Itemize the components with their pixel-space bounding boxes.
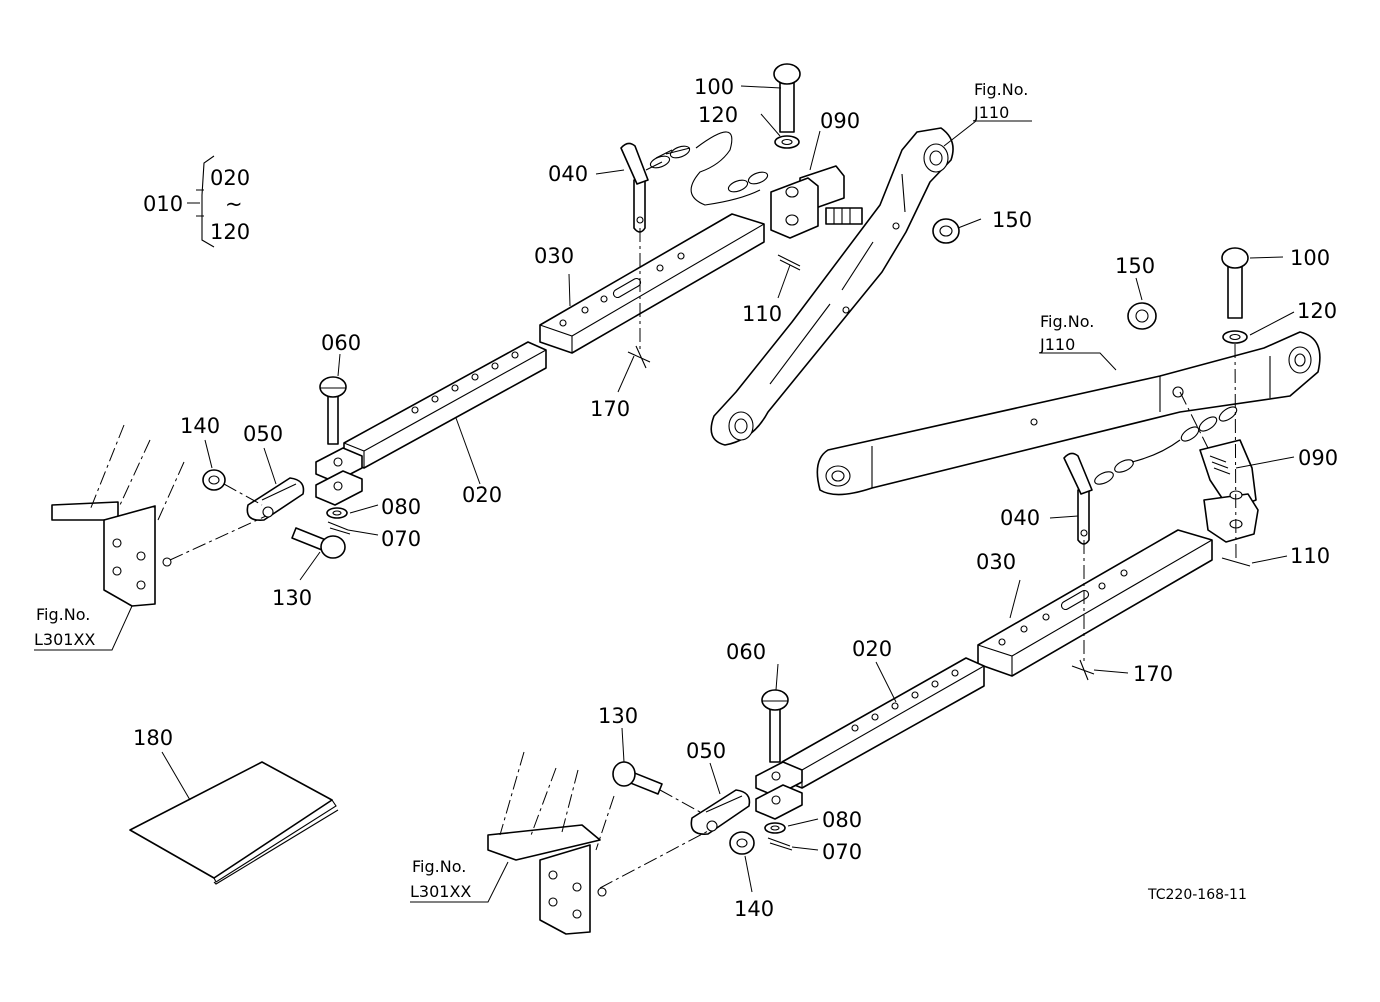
inner-bar-upper	[343, 341, 547, 469]
upper-assembly	[51, 63, 960, 607]
group-from-label: 020	[210, 166, 250, 190]
callout-labels: 100 120 090 040 150 030 110 060 170 140 …	[133, 75, 1338, 921]
group-parent-label: 010	[143, 192, 183, 216]
group-label: 010 020 ~ 120	[143, 166, 250, 244]
callout-020-lower: 020	[852, 637, 892, 661]
clevis-050-lower	[690, 789, 751, 835]
callout-020-upper: 020	[462, 483, 502, 507]
callout-120-upper: 120	[698, 103, 738, 127]
callout-030-upper: 030	[534, 244, 574, 268]
callout-170-upper: 170	[590, 397, 630, 421]
callout-090-lower: 090	[1298, 446, 1338, 470]
figref-j110-upper-line1: Fig.No.	[974, 80, 1028, 99]
lift-link-lower	[816, 331, 1321, 496]
callout-100-upper: 100	[694, 75, 734, 99]
drawing-code: TC220-168-11	[1147, 887, 1247, 903]
pin-060-upper	[327, 394, 339, 445]
callout-130-upper: 130	[272, 586, 312, 610]
callout-180: 180	[133, 726, 173, 750]
lower-assembly	[487, 247, 1321, 935]
callout-140-upper: 140	[180, 414, 220, 438]
callout-100-lower: 100	[1290, 246, 1330, 270]
callout-150-upper: 150	[992, 208, 1032, 232]
pin-060-lower	[769, 707, 781, 763]
callout-050-upper: 050	[243, 422, 283, 446]
figref-l301xx-upper-line2: L301XX	[34, 630, 95, 649]
figref-l301xx-lower-line2: L301XX	[410, 882, 471, 901]
callout-060-upper: 060	[321, 331, 361, 355]
callout-090-upper: 090	[820, 109, 860, 133]
clevis-050-upper	[246, 477, 305, 522]
figref-l301xx-upper-line1: Fig.No.	[36, 605, 90, 624]
callout-080-upper: 080	[381, 495, 421, 519]
figref-j110-upper-line2: J110	[973, 103, 1009, 122]
callout-110-lower: 110	[1290, 544, 1330, 568]
callout-130-lower: 130	[598, 704, 638, 728]
figref-j110-lower-line1: Fig.No.	[1040, 312, 1094, 331]
inner-bar-lower	[781, 657, 985, 789]
figref-j110-lower-line2: J110	[1039, 335, 1075, 354]
callout-030-lower: 030	[976, 550, 1016, 574]
callout-110-upper: 110	[742, 302, 782, 326]
leader-lines	[34, 85, 1295, 903]
callout-070-upper: 070	[381, 527, 421, 551]
group-to-label: 120	[210, 220, 250, 244]
pin-100-upper	[779, 81, 795, 133]
callout-070-lower: 070	[822, 840, 862, 864]
tractor-bracket-lower	[487, 824, 601, 861]
callout-140-lower: 140	[734, 897, 774, 921]
figure-references: Fig.No. J110 Fig.No. J110 Fig.No. L301XX…	[34, 80, 1094, 901]
manual-180	[129, 761, 339, 885]
tractor-bracket-upper	[51, 501, 119, 521]
group-tilde: ~	[225, 192, 243, 216]
callout-120-lower: 120	[1297, 299, 1337, 323]
callout-040-lower: 040	[1000, 506, 1040, 530]
callout-060-lower: 060	[726, 640, 766, 664]
callout-150-lower: 150	[1115, 254, 1155, 278]
callout-080-lower: 080	[822, 808, 862, 832]
callout-170-lower: 170	[1133, 662, 1173, 686]
callout-050-lower: 050	[686, 739, 726, 763]
figref-l301xx-lower-line1: Fig.No.	[412, 857, 466, 876]
callout-040-upper: 040	[548, 162, 588, 186]
outer-tube-upper	[539, 213, 765, 354]
group-bracket	[187, 155, 215, 248]
pin-100-lower	[1227, 265, 1243, 319]
pin-040-upper	[633, 179, 646, 233]
